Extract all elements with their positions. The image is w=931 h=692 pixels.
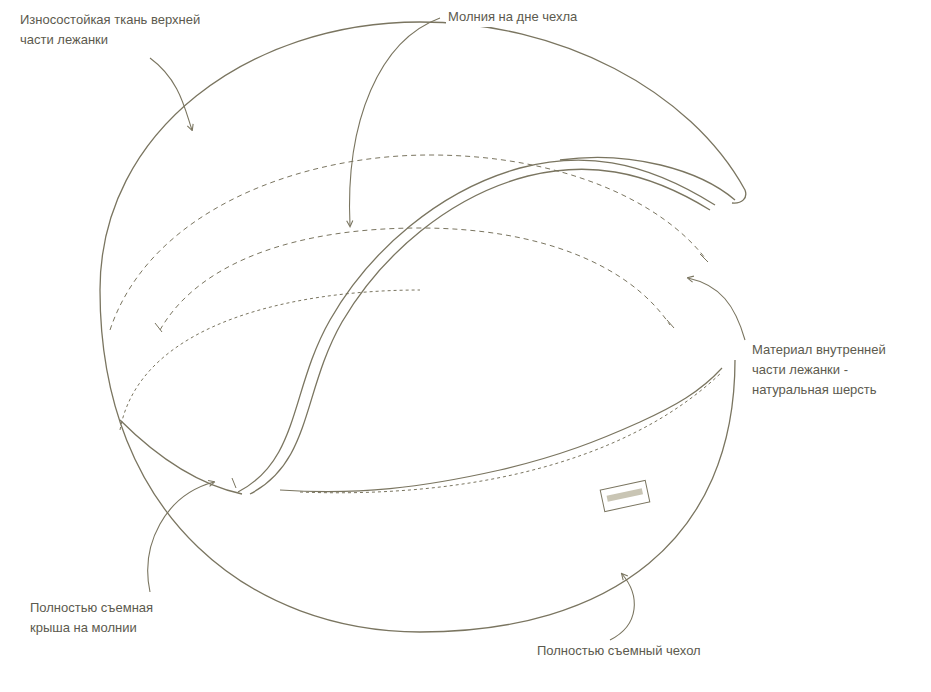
callout-label: Полностью съемная крыша на молнии xyxy=(28,598,182,638)
callout-label: Материал внутренней части лежанки - нату… xyxy=(750,340,914,400)
leader-lines xyxy=(148,18,745,640)
callout-label: Износостойкая ткань верхней части лежанк… xyxy=(18,10,227,50)
callout-label: Молния на дне чехла xyxy=(446,7,630,27)
bed-outline xyxy=(100,22,746,632)
callout-label: Полностью съемный чехол xyxy=(535,641,739,661)
hidden-edges xyxy=(110,155,722,493)
brand-tag xyxy=(600,480,650,511)
tick-marks xyxy=(155,254,708,488)
